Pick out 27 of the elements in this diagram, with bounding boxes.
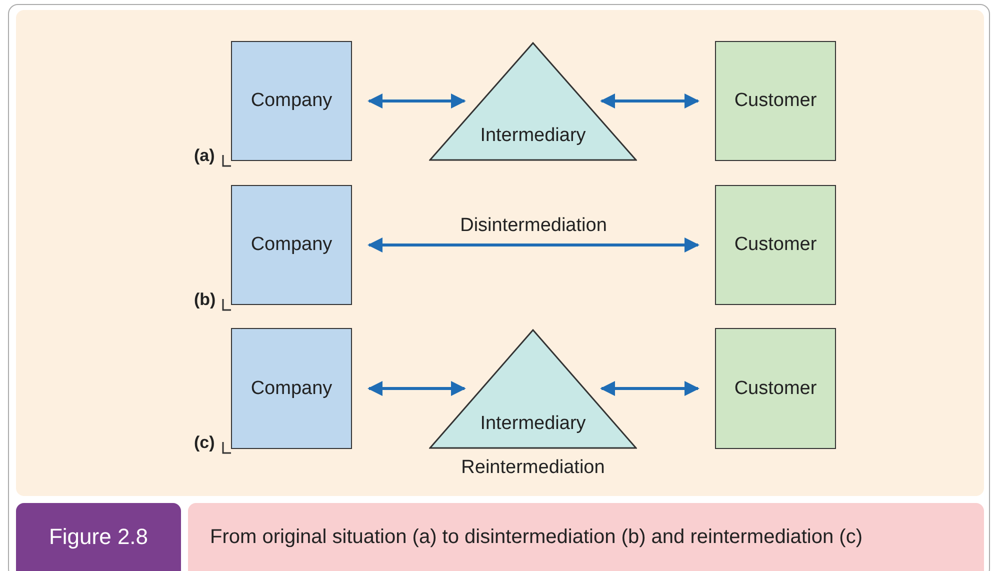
node-label: Intermediary xyxy=(480,413,586,435)
rectangle-node xyxy=(231,185,352,305)
figure-number: Figure 2.8 xyxy=(16,503,181,571)
node-label: Company xyxy=(250,234,332,256)
rectangle-node xyxy=(715,328,836,449)
node-caption: Reintermediation xyxy=(460,457,606,479)
triangle-node xyxy=(429,329,637,449)
node-label: Intermediary xyxy=(480,125,586,147)
rectangle-node xyxy=(715,41,836,161)
double-arrow xyxy=(600,94,700,108)
node-label: Customer xyxy=(734,90,817,112)
double-arrow xyxy=(368,238,700,252)
node-label: Company xyxy=(250,378,332,400)
double-arrow xyxy=(600,381,700,396)
rectangle-node xyxy=(231,328,352,449)
panel-label: (c) xyxy=(194,433,215,453)
panel-label: (b) xyxy=(194,290,216,310)
panel-label: (a) xyxy=(194,146,215,166)
node-label: Customer xyxy=(734,378,817,400)
rectangle-node xyxy=(715,185,836,305)
figure-caption: From original situation (a) to disintermediation (b) and reintermediation (c) xyxy=(188,503,984,571)
double-arrow xyxy=(368,94,466,108)
node-label: Company xyxy=(250,90,332,112)
rectangle-node xyxy=(231,41,352,161)
triangle-node xyxy=(429,42,637,161)
double-arrow xyxy=(368,381,466,396)
node-label: Customer xyxy=(734,234,817,256)
